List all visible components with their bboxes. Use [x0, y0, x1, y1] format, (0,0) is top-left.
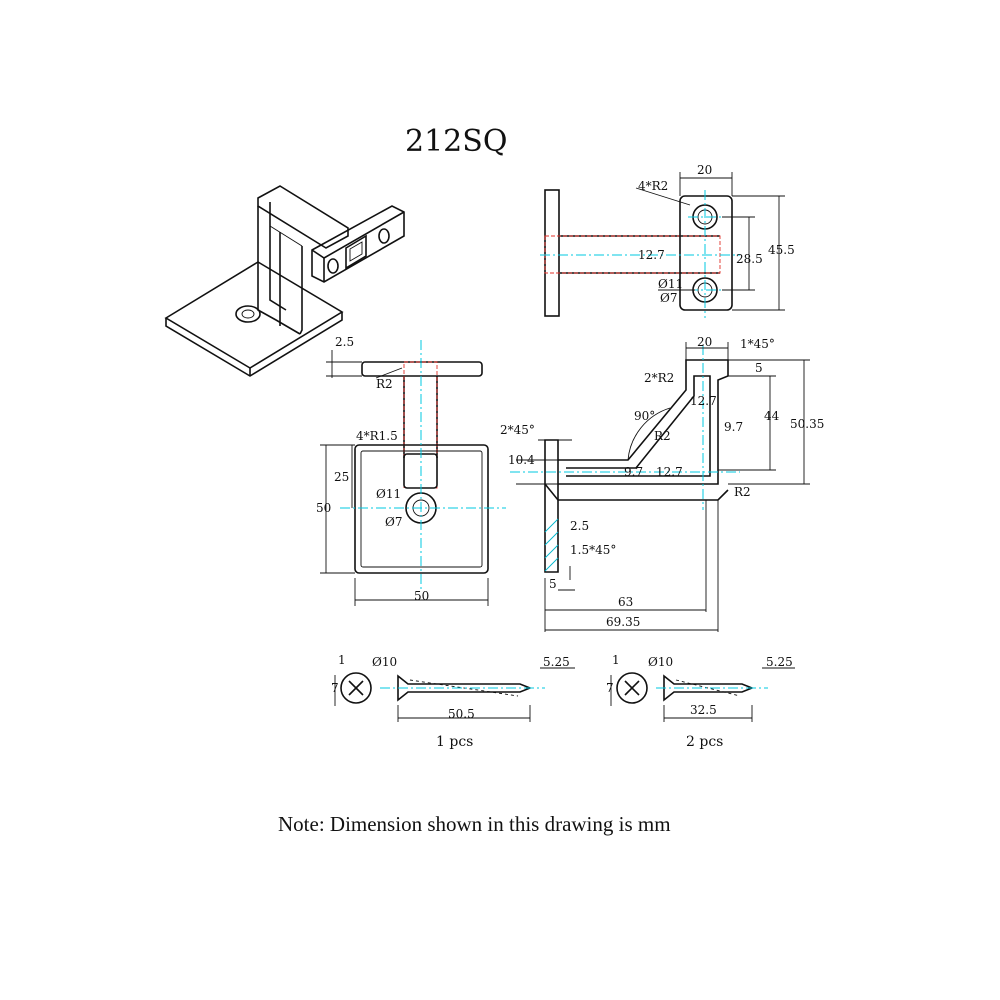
- screw1-b-dim: 7: [331, 681, 339, 695]
- top-tube-dim: 12.7: [638, 248, 665, 262]
- screw2-tip-dim: 5.25: [766, 655, 793, 669]
- front-view: [320, 340, 506, 606]
- side-r2c-dim: R2: [734, 485, 751, 499]
- screw1-tip-dim: 5.25: [543, 655, 570, 669]
- screw2-len-dim: 32.5: [690, 703, 717, 717]
- side-thk25-dim: 2.5: [570, 519, 589, 533]
- side-ch15-dim: 1.5*45°: [570, 543, 616, 557]
- side-r2a-dim: R2: [654, 429, 671, 443]
- screw1-len-dim: 50.5: [448, 707, 475, 721]
- front-plate-thk-dim: 2.5: [335, 335, 354, 349]
- side-h5035-dim: 50.35: [790, 417, 824, 431]
- top-hole-spacing-dim: 28.5: [736, 252, 763, 266]
- screw2-b-dim: 7: [606, 681, 614, 695]
- screw-1: [334, 667, 575, 722]
- side-angle-dim: 90°: [634, 409, 655, 423]
- screw2-a-dim: 1: [612, 653, 620, 667]
- side-s5-dim: 5: [755, 361, 763, 375]
- side-tube97-dim: 9.7: [724, 420, 743, 434]
- screw2-head-dim: Ø10: [648, 655, 673, 669]
- units-note: Note: Dimension shown in this drawing is…: [278, 812, 671, 836]
- side-arm-127-dim: 12.7: [656, 465, 683, 479]
- side-l6935-dim: 69.35: [606, 615, 640, 629]
- top-height-dim: 45.5: [768, 243, 795, 257]
- side-tube127-dim: 12.7: [690, 394, 717, 408]
- screw-2: [610, 667, 795, 722]
- side-l63-dim: 63: [618, 595, 633, 609]
- front-half-dim: 25: [334, 470, 349, 484]
- front-hole-outer-dim: Ø11: [376, 487, 401, 501]
- screw2-qty: 2 pcs: [686, 734, 723, 750]
- drawing-title: 212SQ: [405, 124, 508, 159]
- side-view: [510, 342, 810, 632]
- top-hole-inner-dim: Ø7: [660, 291, 677, 305]
- front-height-dim: 50: [316, 501, 331, 515]
- side-w20-dim: 20: [697, 335, 712, 349]
- side-ch1-dim: 1*45°: [740, 337, 775, 351]
- front-width-dim: 50: [414, 589, 429, 603]
- front-radius-dim: R2: [376, 377, 393, 391]
- screw1-a-dim: 1: [338, 653, 346, 667]
- top-hole-outer-dim: Ø11: [658, 277, 683, 291]
- top-width-dim: 20: [697, 163, 712, 177]
- isometric-view: [164, 185, 405, 377]
- side-chamfer-top-dim: 2*45°: [500, 423, 535, 437]
- top-view: [540, 172, 785, 318]
- screw1-qty: 1 pcs: [436, 734, 473, 750]
- side-h44-dim: 44: [764, 409, 780, 423]
- front-hole-inner-dim: Ø7: [385, 515, 402, 529]
- front-corner-dim: 4*R1.5: [356, 429, 398, 443]
- top-corner-dim: 4*R2: [638, 179, 668, 193]
- side-arm-97-dim: 9.7: [624, 465, 643, 479]
- side-thk-dim: 10.4: [508, 453, 535, 467]
- side-r2b-dim: 2*R2: [644, 371, 674, 385]
- screw1-head-dim: Ø10: [372, 655, 397, 669]
- side-b5-dim: 5: [549, 577, 557, 591]
